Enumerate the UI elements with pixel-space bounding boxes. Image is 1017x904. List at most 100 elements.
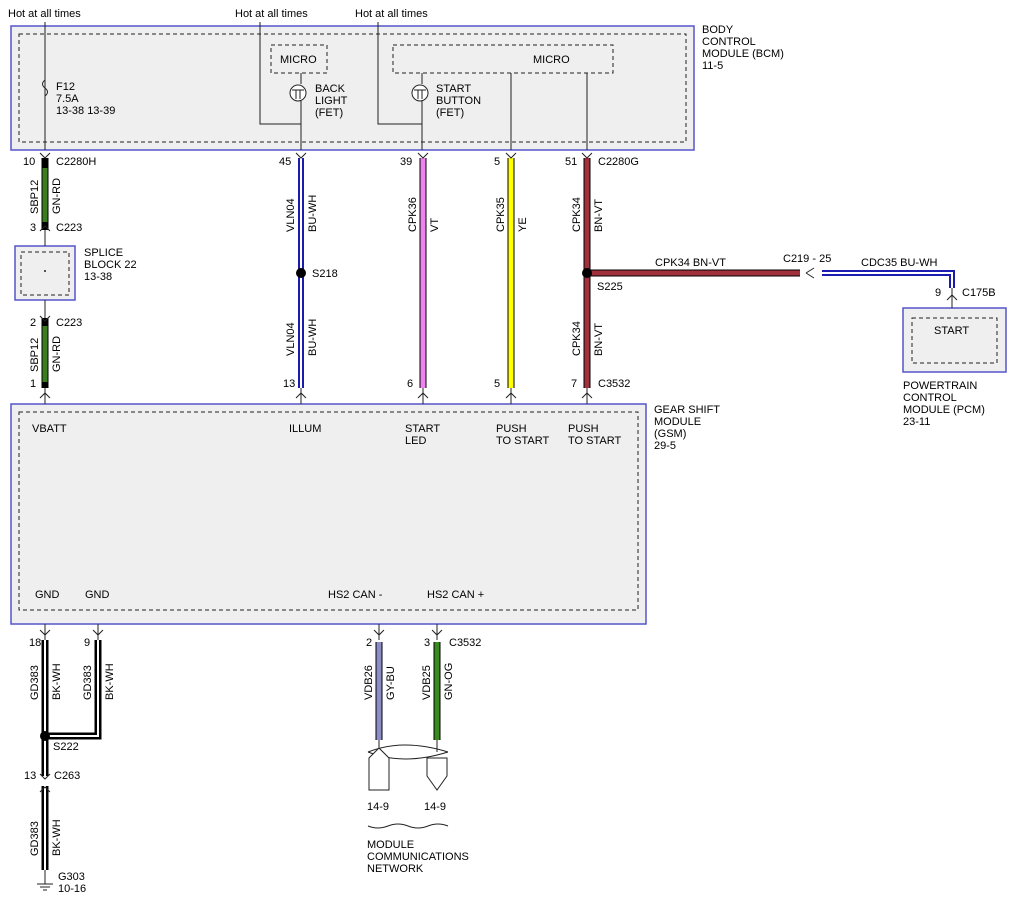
startbutton-label-3: (FET): [436, 107, 464, 119]
pin51-chevron: [581, 152, 593, 159]
pcm-ref: 23-11: [903, 416, 930, 428]
pin39-label: 39: [400, 156, 412, 168]
c2280h-pin: 10: [23, 156, 35, 168]
network-line1: MODULE: [367, 839, 414, 851]
gsm-inner-boundary: [18, 411, 639, 611]
splice-block-line2: BLOCK 22: [84, 259, 137, 271]
pin45-chevron: [295, 152, 307, 159]
gsm-push1-label-1: PUSH: [496, 423, 527, 435]
gsm-pin5-label: 5: [494, 378, 500, 390]
pcm-inner-boundary: [911, 317, 998, 364]
wire-color-vln04-a: BU-WH: [307, 195, 319, 232]
c175b-label: C175B: [962, 287, 996, 299]
bcm-name-1: BODY: [702, 24, 734, 36]
backlight-feed-line: [259, 22, 301, 125]
c263-label: C263: [54, 770, 80, 782]
wire-color-gd383-b: BK-WH: [104, 663, 116, 700]
wire-color-cpk34-b: BN-VT: [593, 323, 605, 356]
wire-color-vdb25: GN-OG: [443, 663, 455, 700]
backlight-label-1: BACK: [315, 83, 346, 95]
micro-box-right: [392, 44, 614, 74]
wire-color-sbp12-a: GN-RD: [51, 178, 63, 214]
can-pin3: 3: [424, 637, 430, 649]
wire-cdc35: [822, 270, 955, 288]
pin51-label: 51: [565, 156, 577, 168]
c2280h-label: C2280H: [56, 156, 96, 168]
startbutton-label-1: START: [436, 83, 471, 95]
can-pin2: 2: [366, 637, 372, 649]
pcm-name-1: POWERTRAIN: [903, 380, 977, 392]
s225-label: S225: [597, 281, 623, 293]
startbutton-fet-icon: [411, 84, 429, 150]
backlight-fet-icon: [289, 84, 307, 150]
wire-color-gd383-a: BK-WH: [51, 663, 63, 700]
micro-right-label: MICRO: [533, 54, 570, 66]
gsm-can-minus-label: HS2 CAN -: [328, 589, 383, 601]
gsm-startled-label-1: START: [405, 423, 440, 435]
gsm-name-3: (GSM): [654, 428, 686, 440]
cdc35-h-label: CDC35 BU-WH: [861, 257, 937, 269]
wire-color-cpk34-a: BN-VT: [593, 199, 605, 232]
ground-name: G303: [58, 871, 85, 883]
bcm-inner-boundary: [18, 33, 687, 143]
pin45-label: 45: [279, 156, 291, 168]
wire-label-sbp12-a: SBP12: [29, 180, 41, 214]
gsm-vbatt-label: VBATT: [32, 423, 67, 435]
pcm-name-2: CONTROL: [903, 392, 957, 404]
c263-chevron-lower: [39, 786, 51, 793]
s222-label: S222: [53, 741, 79, 753]
bcm-ref: 11-5: [702, 60, 723, 72]
wire-gd383-b: [45, 640, 102, 740]
bcm-name-2: CONTROL: [702, 36, 756, 48]
c2280h-chevron: [39, 152, 51, 159]
gsm-startled-label-2: LED: [405, 435, 426, 447]
c175b-chevron: [946, 294, 958, 301]
network-ref-left: 14-9: [367, 801, 389, 813]
splice-block-ref: 13-38: [84, 271, 112, 283]
can2-chevron: [373, 629, 385, 636]
c263-pin: 13: [24, 770, 36, 782]
gsm-push2-label-1: PUSH: [568, 423, 599, 435]
gsm-gnd2-label: GND: [85, 589, 110, 601]
wire-color-vdb26: GY-BU: [385, 666, 397, 700]
hot-label-1: Hot at all times: [8, 8, 81, 20]
gsm-gnd1-label: GND: [35, 589, 60, 601]
network-ref-right: 14-9: [424, 801, 446, 813]
splice-block-line1: SPLICE: [84, 247, 123, 259]
fuse-f12-symbol: [42, 79, 48, 97]
pcm-name-3: MODULE (PCM): [903, 404, 985, 416]
pin5-chevron: [505, 152, 517, 159]
gsm-pin7-chevron: [581, 392, 593, 399]
network-brace: [367, 823, 449, 829]
gsm-illum-label: ILLUM: [289, 423, 321, 435]
wire-label-vdb26: VDB26: [363, 665, 375, 700]
gsm-pin1-chevron: [39, 392, 51, 399]
gsm-pin6-label: 6: [407, 378, 413, 390]
hot-label-3: Hot at all times: [355, 8, 428, 20]
c223-top-pin: 3: [30, 222, 36, 234]
backlight-label-3: (FET): [315, 107, 343, 119]
splice-s222: [40, 731, 50, 741]
gsm-name-2: MODULE: [654, 416, 701, 428]
bcm-module-box: [10, 25, 695, 151]
gsm-name-1: GEAR SHIFT: [654, 404, 720, 416]
pcm-start-label: START: [934, 325, 969, 337]
c223-bot-label: C223: [56, 317, 82, 329]
wire-label-vln04-b: VLN04: [285, 322, 297, 356]
pcm-module-box: [902, 307, 1007, 373]
c223-top-chevron: [39, 225, 51, 232]
wire-label-gd383-a: GD383: [29, 665, 41, 700]
wire-label-vdb25: VDB25: [421, 665, 433, 700]
wire-label-cpk34-a: CPK34: [571, 197, 583, 232]
hot-label-2: Hot at all times: [235, 8, 308, 20]
fuse-name: F12: [56, 81, 75, 93]
gsm-push1-label-2: TO START: [496, 435, 549, 447]
splice-block-inner: [20, 251, 70, 296]
micro-box-left: [270, 44, 328, 74]
wire-label-cpk36: CPK36: [407, 197, 419, 232]
c2280g-label: C2280G: [598, 156, 639, 168]
pin5-label: 5: [494, 156, 500, 168]
wire-label-cpk34-b: CPK34: [571, 321, 583, 356]
gsm-pin7-label: 7: [571, 378, 577, 390]
